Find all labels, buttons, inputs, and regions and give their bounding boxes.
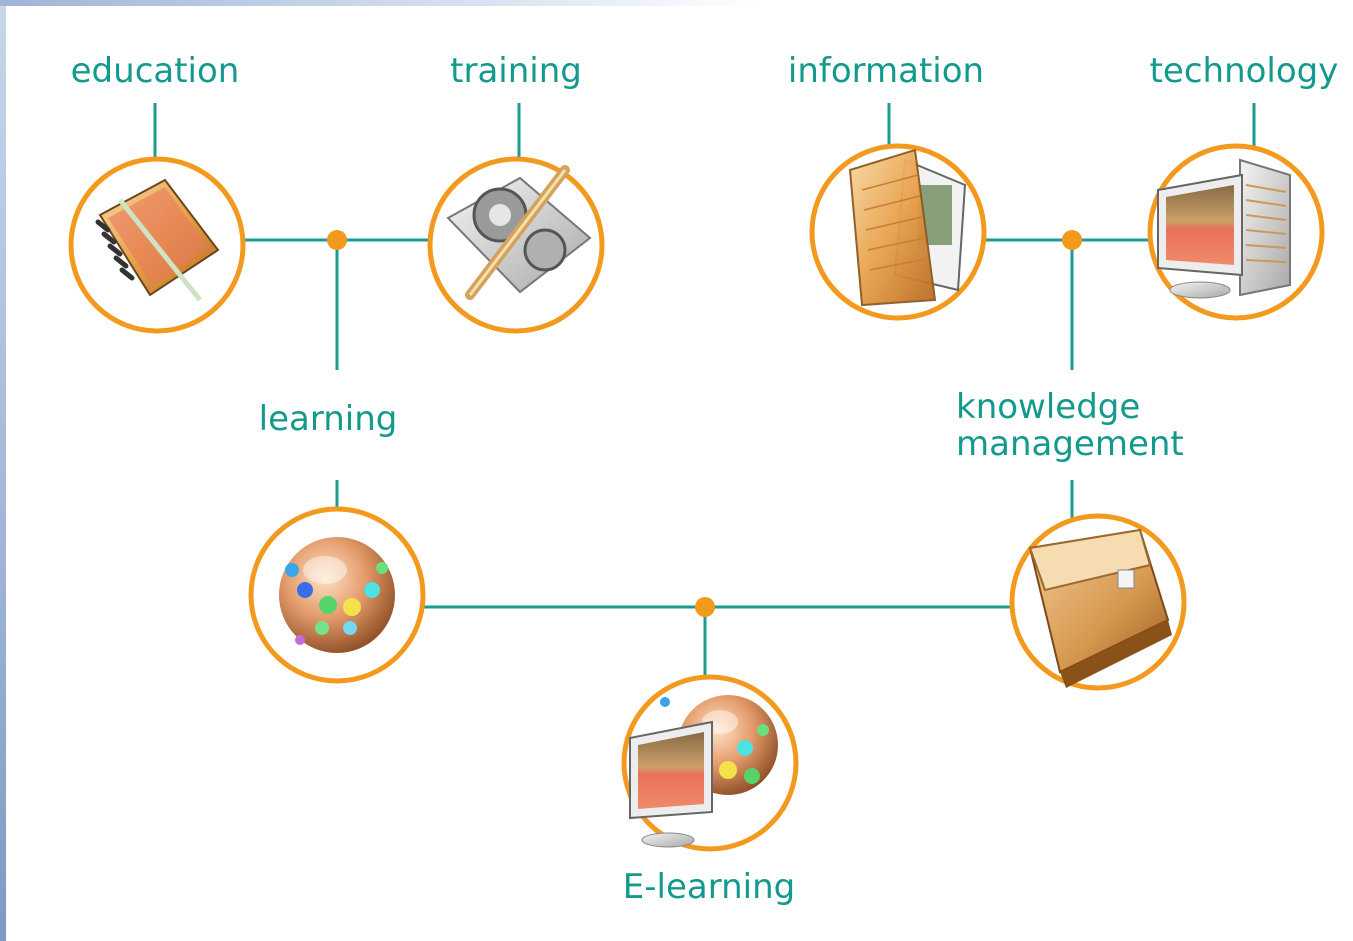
junction-dot-top-right bbox=[1062, 230, 1082, 250]
training-label: training bbox=[450, 51, 582, 91]
globe-network-icon bbox=[279, 537, 395, 653]
node-knowledge-management: knowledge management bbox=[956, 387, 1187, 691]
node-e-learning: E-learning bbox=[621, 674, 799, 907]
notebook-icon bbox=[95, 178, 220, 302]
e-learning-label: E-learning bbox=[623, 867, 795, 907]
information-label: information bbox=[788, 51, 984, 91]
gear-pen-icon bbox=[446, 165, 592, 300]
technology-label: technology bbox=[1150, 51, 1339, 91]
left-edge-border bbox=[0, 0, 6, 941]
education-label: education bbox=[71, 51, 240, 91]
management-label: management bbox=[956, 424, 1184, 464]
computer-icon bbox=[1157, 158, 1291, 299]
briefcase-icon bbox=[1028, 528, 1172, 688]
node-information: information bbox=[788, 51, 987, 321]
document-icon bbox=[848, 148, 967, 307]
node-technology: technology bbox=[1147, 51, 1339, 321]
junction-dot-bottom bbox=[695, 597, 715, 617]
top-edge-border bbox=[0, 0, 760, 6]
node-education: education bbox=[68, 51, 246, 334]
computer-globe-icon bbox=[629, 695, 778, 848]
junction-dot-top-left bbox=[327, 230, 347, 250]
node-training: training bbox=[427, 51, 605, 334]
node-learning: learning bbox=[248, 399, 426, 684]
learning-label: learning bbox=[259, 399, 398, 439]
knowledge-label: knowledge bbox=[956, 387, 1140, 427]
